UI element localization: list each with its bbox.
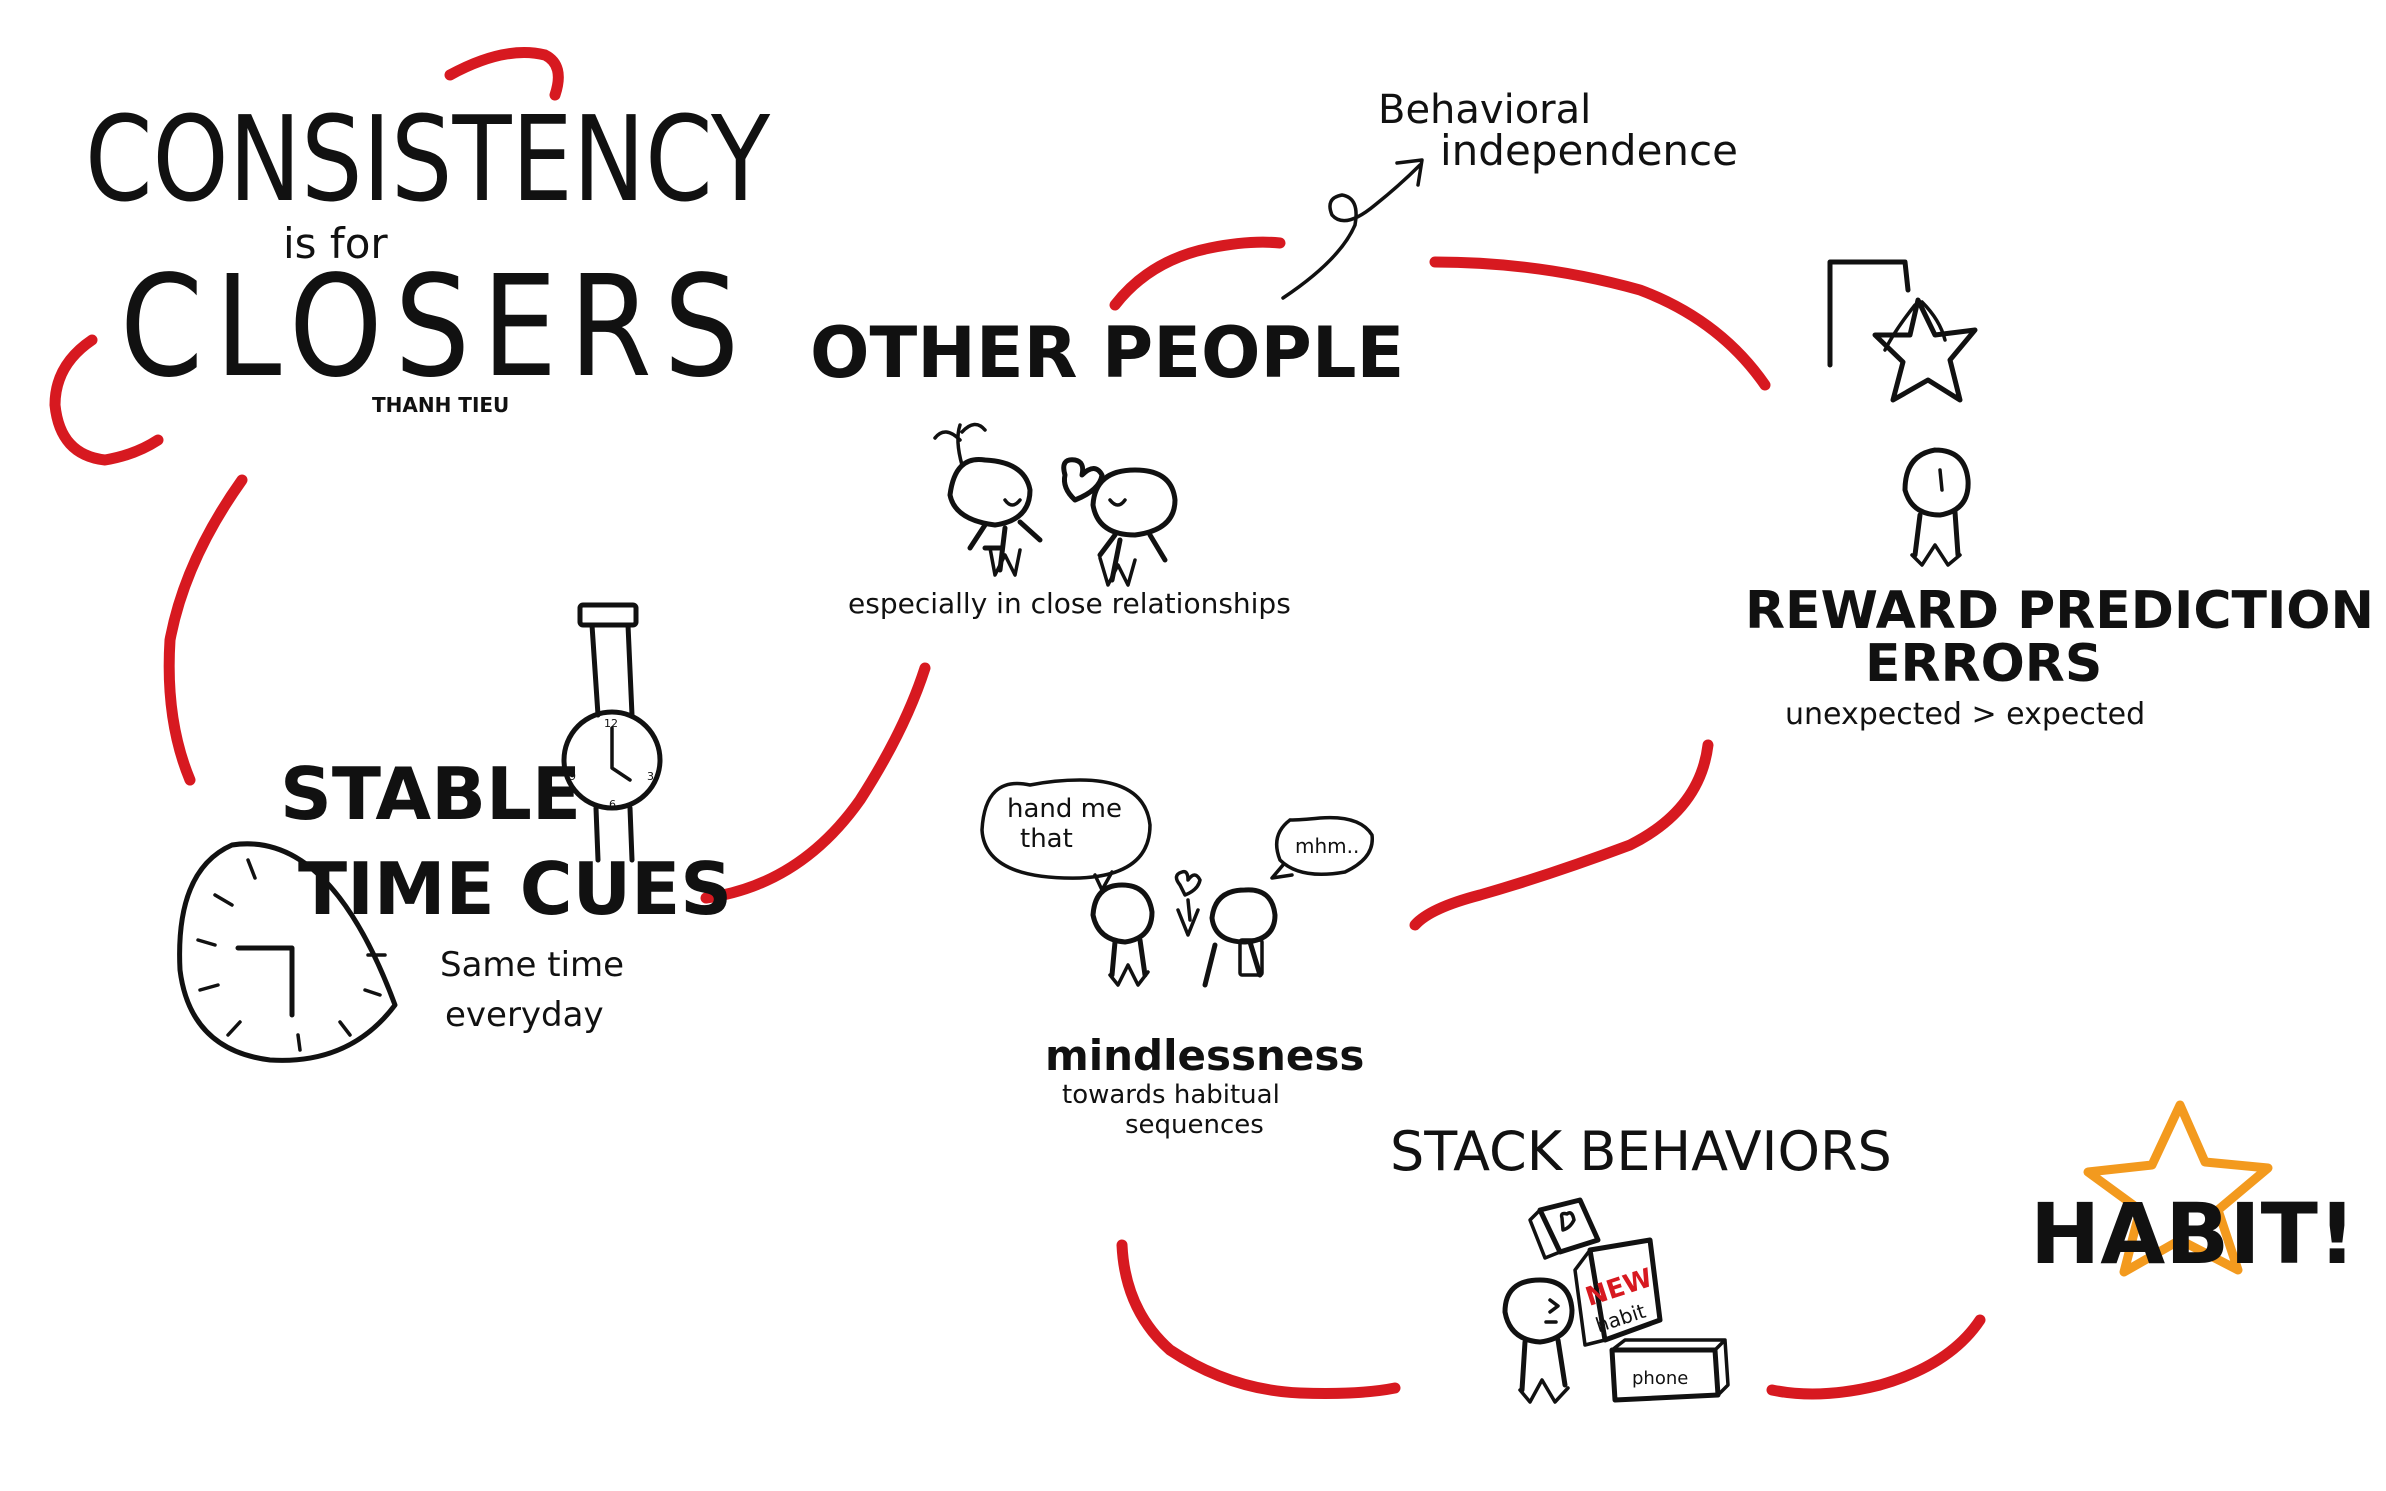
title-top-arc <box>444 47 564 101</box>
two-people-heart-icon <box>933 422 1178 587</box>
title-consistency: CONSISTENCY <box>85 90 771 228</box>
clock-number-6: 6 <box>609 798 616 811</box>
bubble-left-line2: that <box>1020 824 1073 854</box>
clock-number-3: 3 <box>647 770 654 783</box>
clock-and-watch-icon <box>177 602 663 1063</box>
otherpeople-note: especially in close relationships <box>848 587 1291 620</box>
habit-label: HABIT! <box>2030 1185 2357 1283</box>
two-people-talking-icon <box>980 778 1374 988</box>
clock-number-9: 9 <box>569 770 576 783</box>
connector-otherpeople-top <box>1109 236 1286 311</box>
connectors <box>49 47 1986 1400</box>
title-closers: CLOSERS <box>120 246 752 409</box>
mindlessness-note-line1: towards habitual <box>1062 1080 1280 1110</box>
bubble-right: mhm.. <box>1295 834 1360 858</box>
timecues-heading-line2: TIME CUES <box>298 847 733 931</box>
stack-heading: STACK BEHAVIORS <box>1390 1120 1892 1183</box>
behavioral-line1: Behavioral <box>1378 87 1592 133</box>
otherpeople-heading: OTHER PEOPLE <box>810 312 1405 394</box>
connector-reward-to-mindlessness <box>1409 739 1714 931</box>
timecues-note-line2: everyday <box>445 995 604 1035</box>
star-icon <box>2083 1100 2273 1277</box>
reward-note: unexpected > expected <box>1785 697 2146 732</box>
clock-number-12: 12 <box>604 717 618 730</box>
connector-title-to-timecues <box>163 474 248 786</box>
reward-heading-line1: REWARD PREDICTION <box>1745 581 2375 641</box>
curly-arrow-icon <box>1281 158 1424 300</box>
timecues-note-line1: Same time <box>440 945 625 985</box>
box-phone-label: phone <box>1632 1368 1689 1389</box>
behavioral-line2: independence <box>1440 126 1738 175</box>
mindlessness-heading: mindlessness <box>1045 1031 1365 1080</box>
timecues-heading-line1: STABLE <box>280 752 582 836</box>
title-bottom-arc <box>49 334 164 466</box>
bubble-left-line1: hand me <box>1007 794 1122 824</box>
reward-heading-line2: ERRORS <box>1865 634 2103 694</box>
connector-timecues-to-otherpeople <box>700 662 931 904</box>
stacked-boxes-icon <box>1502 1197 1730 1404</box>
connector-stack-to-habit <box>1766 1314 1986 1400</box>
title-author: THANH TIEU <box>372 393 510 417</box>
title-is-for: is for <box>283 219 388 268</box>
connector-to-stack <box>1116 1239 1401 1399</box>
person-reaching-star-icon <box>1827 259 1978 567</box>
mindlessness-note-line2: sequences <box>1125 1110 1264 1140</box>
connector-to-reward <box>1429 256 1771 391</box>
